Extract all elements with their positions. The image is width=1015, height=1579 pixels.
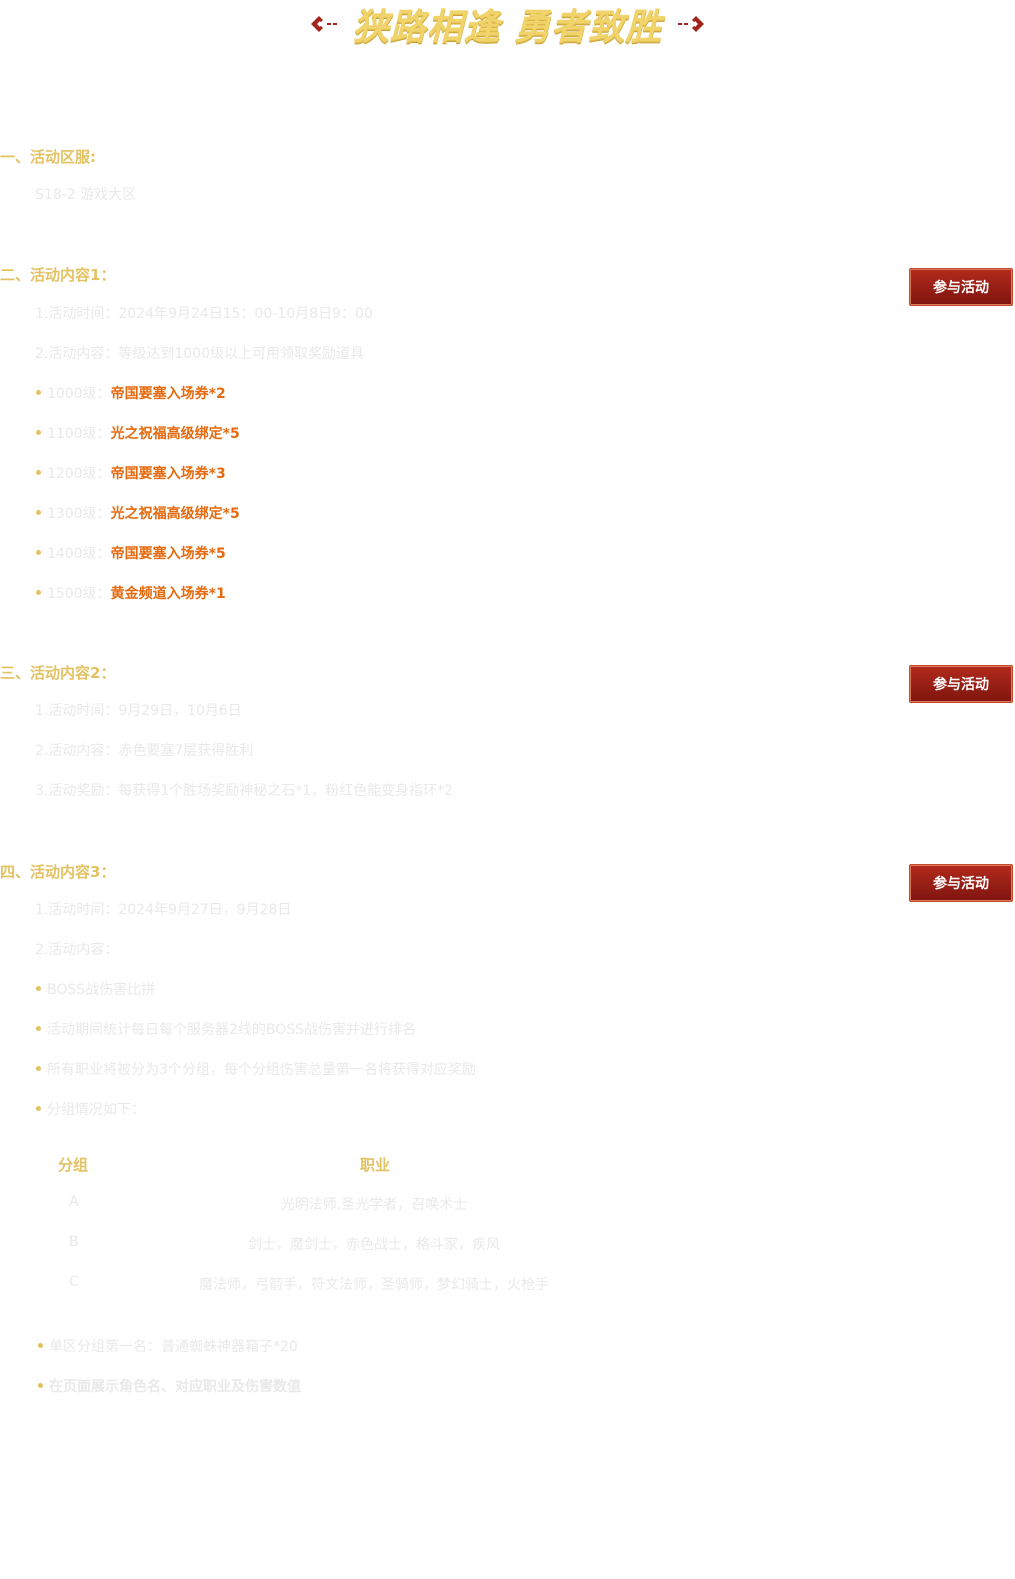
reward-item: 1300级： 光之祝福高级绑定*5 — [36, 503, 240, 523]
section4-title: 四、活动内容3： — [0, 863, 116, 881]
list-item: 所有职业将被分为3个分组，每个分组伤害总量第一名将获得对应奖励 — [36, 1059, 476, 1079]
reward-item: 1200级： 帝国要塞入场券*3 — [36, 463, 226, 483]
section3-content: 2.活动内容：赤色要塞7层获得胜利 — [35, 743, 254, 759]
table-header-group: 分组 — [58, 1156, 89, 1174]
section4-time: 1.活动时间：2024年9月27日，9月28日 — [35, 902, 292, 918]
table-cell-class: 剑士，魔剑士，赤色战士，格斗家，疾风 — [248, 1237, 500, 1253]
section1-title: 一、活动区服: — [0, 148, 96, 166]
list-item: BOSS战伤害比拼 — [36, 979, 155, 999]
table-cell-class: 魔法师，弓箭手，符文法师，圣骑师，梦幻骑士，火枪手 — [199, 1277, 549, 1293]
section2-content: 2.活动内容：等级达到1000级以上可用领取奖励道具 — [35, 346, 364, 362]
list-item: 分组情况如下： — [36, 1099, 145, 1119]
page-header: 狭路相逢 勇者致胜 — [0, 0, 1015, 48]
bullet-dot — [36, 1105, 41, 1111]
bullet-dot — [38, 1382, 43, 1388]
page-title: 狭路相逢 勇者致胜 — [352, 7, 663, 48]
reward-item: 1100级： 光之祝福高级绑定*5 — [36, 423, 240, 443]
reward-item: 1000级： 帝国要塞入场券*2 — [36, 383, 226, 403]
join-activity-button-1[interactable]: 参与活动 — [909, 268, 1013, 306]
reward-item: 1500级： 黄金频道入场券*1 — [36, 583, 226, 603]
table-cell-group: A — [69, 1194, 79, 1210]
join-activity-button-3[interactable]: 参与活动 — [909, 864, 1013, 902]
bullet-dot — [36, 985, 41, 991]
bullet-dot — [36, 389, 41, 395]
section3-time: 1.活动时间：9月29日，10月6日 — [35, 703, 242, 719]
server-name: S18-2 游戏大区 — [35, 187, 137, 203]
bullet-dot — [36, 549, 41, 555]
bullet-dot — [36, 469, 41, 475]
bullet-dot — [36, 509, 41, 515]
join-activity-button-2[interactable]: 参与活动 — [909, 665, 1013, 703]
section3-reward: 3.活动奖励：每获得1个胜场奖励神秘之石*1，粉红色能变身指环*2 — [35, 783, 454, 799]
section2-time: 1.活动时间：2024年9月24日15：00-10月8日9：00 — [35, 306, 373, 322]
ornament-left-icon — [310, 16, 337, 32]
table-cell-group: B — [69, 1234, 79, 1250]
bullet-dot — [36, 429, 41, 435]
list-item: 单区分组第一名：普通蜘蛛神器箱子*20 — [38, 1336, 298, 1356]
ornament-right-icon — [678, 16, 705, 32]
reward-item: 1400级： 帝国要塞入场券*5 — [36, 543, 226, 563]
list-item: 在页面展示角色名、对应职业及伤害数值 — [38, 1376, 301, 1396]
table-header-class: 职业 — [360, 1156, 391, 1174]
table-cell-class: 光明法师,圣光学者，召唤术士 — [280, 1197, 468, 1213]
bullet-dot — [36, 589, 41, 595]
bullet-dot — [38, 1342, 43, 1348]
list-item: 活动期间统计每日每个服务器2线的BOSS战伤害并进行排名 — [36, 1019, 416, 1039]
bullet-dot — [36, 1065, 41, 1071]
table-cell-group: C — [69, 1274, 79, 1290]
section4-content: 2.活动内容： — [35, 942, 119, 958]
section3-title: 三、活动内容2： — [0, 664, 116, 682]
section2-title: 二、活动内容1： — [0, 266, 116, 284]
bullet-dot — [36, 1025, 41, 1031]
